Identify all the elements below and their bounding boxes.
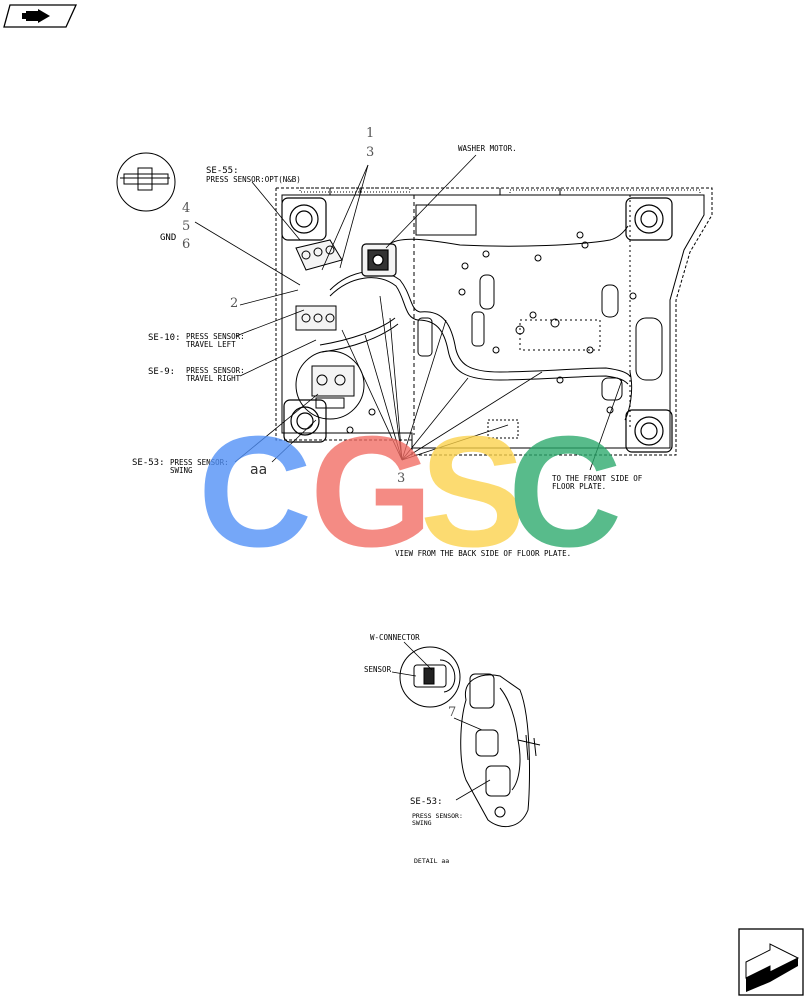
- view-caption: VIEW FROM THE BACK SIDE OF FLOOR PLATE.: [395, 549, 571, 558]
- se55-desc: PRESS SENSOR:OPT(N&B): [206, 175, 301, 184]
- w-connector-label: W-CONNECTOR: [370, 633, 420, 642]
- se53-desc-1: PRESS SENSOR:: [170, 458, 229, 467]
- front-side-label-1: TO THE FRONT SIDE OF: [552, 474, 643, 483]
- detail-aa-drawing: [399, 646, 541, 828]
- se9-code: SE-9:: [148, 367, 175, 377]
- se10-desc-1: PRESS SENSOR:: [186, 332, 245, 341]
- aa-marker: aa: [250, 462, 267, 478]
- se53-code: SE-53:: [132, 458, 165, 468]
- book-icon[interactable]: [3, 4, 78, 28]
- callout-1: 1: [366, 126, 374, 141]
- callout-5: 5: [182, 219, 190, 234]
- leader-lines: [194, 154, 623, 471]
- bolt-flanges: [281, 197, 673, 453]
- callout-6: 6: [182, 237, 190, 252]
- washer-motor-label: WASHER MOTOR.: [458, 144, 517, 153]
- watermark-letter-s: S: [420, 404, 525, 580]
- callout-3-bottom: 3: [397, 471, 405, 486]
- detail-se53-desc-2: SWING: [412, 819, 432, 827]
- se10-desc-2: TRAVEL LEFT: [186, 340, 236, 349]
- se9-desc-2: TRAVEL RIGHT: [186, 374, 241, 383]
- se10-code: SE-10:: [148, 333, 181, 343]
- washer-motor: [361, 243, 397, 277]
- next-page-icon[interactable]: [738, 928, 804, 996]
- callout-2: 2: [230, 296, 238, 311]
- se53-desc-2: SWING: [170, 466, 193, 475]
- sensor-se55: [295, 239, 343, 271]
- watermark-letter-c2: C: [508, 404, 622, 580]
- detail-se53-code: SE-53:: [410, 797, 443, 807]
- detail-caption: DETAIL aa: [414, 857, 449, 865]
- callout-7: 7: [448, 705, 456, 720]
- front-side-label-2: FLOOR PLATE.: [552, 482, 606, 491]
- callout-3-top: 3: [366, 145, 374, 160]
- gnd-label: GND: [160, 233, 176, 243]
- sensor-label: SENSOR: [364, 665, 392, 674]
- watermark-letter-c1: C: [198, 404, 312, 580]
- detail-se53-desc-1: PRESS SENSOR:: [412, 812, 463, 820]
- cgsc-watermark: C G S C: [198, 404, 622, 580]
- floor-plate: [275, 187, 713, 456]
- sensor-se9: [295, 350, 365, 420]
- watermark-letter-g: G: [310, 404, 433, 580]
- callout-4: 4: [182, 201, 190, 216]
- se55-code: SE-55:: [206, 166, 239, 176]
- detail-leaders: [391, 641, 491, 801]
- sensor-se10: [295, 305, 337, 331]
- inset-detail-circle: [116, 152, 176, 212]
- se9-desc-1: PRESS SENSOR:: [186, 366, 245, 375]
